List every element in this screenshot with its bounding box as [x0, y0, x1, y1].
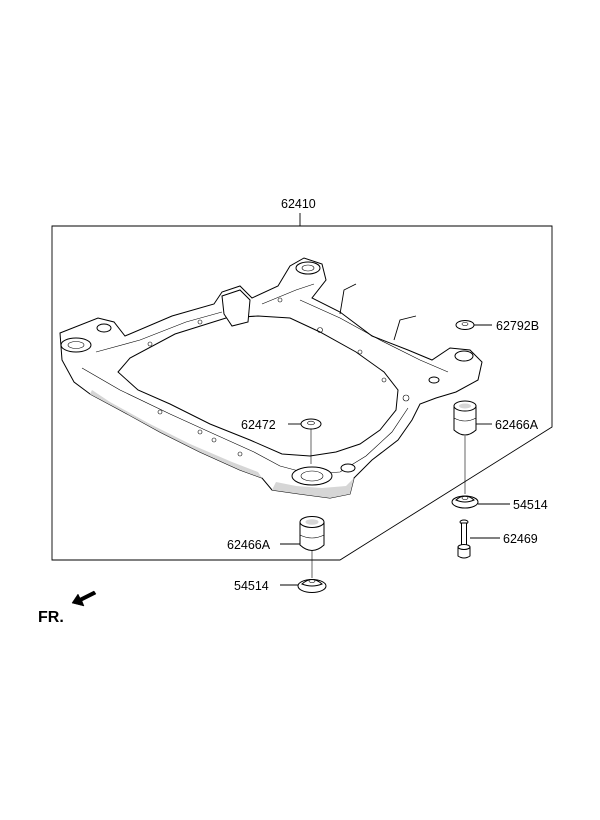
subframe-crossmember: [59, 257, 483, 499]
label-62469: 62469: [503, 532, 538, 546]
front-direction-label: FR.: [38, 609, 64, 626]
label-62472: 62472: [241, 418, 276, 432]
label-62466a-right: 62466A: [495, 418, 539, 432]
stopper-54514-right: [451, 495, 479, 509]
bushing-62466a-right: [453, 400, 477, 436]
front-direction-arrow-icon: [71, 590, 97, 607]
stopper-54514-left: [297, 579, 327, 593]
washer-62792b: [455, 320, 475, 330]
label-54514-left: 54514: [234, 579, 269, 593]
label-62466a-left: 62466A: [227, 538, 271, 552]
label-62792b: 62792B: [496, 319, 539, 333]
assembly-outline: [51, 225, 553, 561]
washer-62472: [300, 418, 322, 430]
label-54514-right: 54514: [513, 498, 548, 512]
label-assembly: 62410: [281, 197, 316, 211]
bushing-62466a-left: [299, 516, 325, 551]
bolt-62469: [457, 519, 471, 559]
